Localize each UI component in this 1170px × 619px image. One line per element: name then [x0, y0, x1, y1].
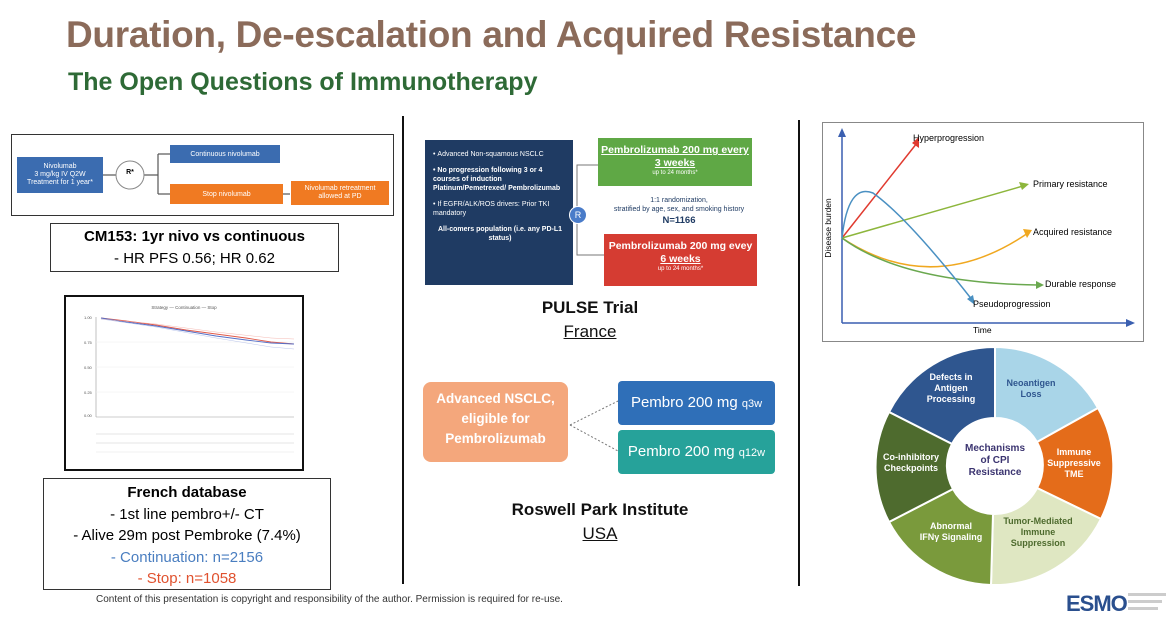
label-hyperprogression: Hyperprogression	[913, 133, 985, 143]
french-continuation: - Continuation: n=2156	[110, 548, 264, 566]
durable-response-line	[841, 237, 1039, 286]
label-acquired-resistance: Acquired resistance	[1033, 227, 1113, 237]
km-ytick: 0.25	[84, 390, 92, 395]
column-divider-right	[798, 120, 800, 586]
segment-abnormal-ifng	[887, 487, 995, 586]
esmo-logo-text: ESMO	[1066, 591, 1128, 616]
roswell-population-box: Advanced NSCLC, eligible for Pembrolizum…	[423, 382, 568, 462]
roswell-arm-q3w: Pembro 200 mg q3w	[618, 381, 775, 425]
segment-co-inhibitory	[875, 410, 955, 524]
cm153-rand: R*	[126, 169, 134, 176]
cm153-caption-line: - HR PFS 0.56; HR 0.62	[114, 250, 275, 267]
roswell-arm-q12w: Pembro 200 mg q12w	[618, 430, 775, 474]
page-title: Duration, De-escalation and Acquired Res…	[66, 14, 917, 55]
french-line: - 1st line pembro+/- CT	[110, 505, 264, 523]
km-ytick: 0.50	[84, 365, 92, 370]
pulse-randomization-text: 1:1 randomization, stratified by age, se…	[613, 197, 745, 226]
cm153-stop-box: Stop nivolumab	[170, 184, 283, 204]
km-ytick: 0.00	[84, 413, 92, 418]
roswell-arrows	[569, 400, 619, 452]
french-database-box: French database - 1st line pembro+/- CT …	[43, 478, 331, 590]
pulse-bullet: • Advanced Non-squamous NSCLC	[433, 151, 544, 158]
pulse-trial-country: France	[563, 322, 617, 341]
label-primary-resistance: Primary resistance	[1033, 179, 1108, 189]
cm153-caption: CM153: 1yr nivo vs continuous - HR PFS 0…	[50, 223, 339, 272]
cm153-caption-title: CM153: 1yr nivo vs continuous	[84, 228, 305, 245]
acquired-resistance-line	[841, 232, 1029, 268]
column-divider-left	[402, 116, 404, 584]
segment-tumor-mediated	[989, 486, 1103, 586]
pseudoprogression-line	[841, 190, 974, 302]
segment-neoantigen-loss	[994, 346, 1100, 444]
french-stop: - Stop: n=1058	[137, 570, 237, 587]
cm153-flow-diagram: Nivolumab 3 mg/kg IV Q2W Treatment for 1…	[11, 134, 394, 216]
cm153-arrows	[103, 153, 290, 195]
esmo-logo: ESMO	[1066, 589, 1166, 617]
french-title: French database	[127, 484, 247, 501]
resistance-patterns-chart: Hyperprogression Primary resistance Acqu…	[822, 122, 1144, 342]
y-axis-label: Disease burden	[823, 198, 833, 258]
page-subtitle: The Open Questions of Immunotherapy	[68, 68, 538, 96]
km-ytick: 0.75	[84, 340, 92, 345]
cm153-continuous-box: Continuous nivolumab	[170, 145, 280, 163]
cm153-retreat-box: Nivolumab retreatment allowed at PD	[291, 181, 389, 205]
label-durable-response: Durable response	[1045, 279, 1117, 289]
hyperprogression-line	[841, 142, 918, 239]
pulse-eligibility-box: • Advanced Non-squamous NSCLC • No progr…	[425, 140, 573, 285]
primary-resistance-line	[841, 185, 1024, 239]
pulse-population: All-comers population (i.e. any PD-L1 st…	[437, 226, 563, 242]
pulse-trial-name: PULSE Trial	[541, 298, 639, 317]
km-curves	[95, 317, 295, 453]
copyright-text: Content of this presentation is copyrigh…	[96, 594, 563, 605]
pulse-bullet: • No progression following 3 or 4 course…	[433, 167, 561, 192]
roswell-name: Roswell Park Institute	[511, 500, 689, 519]
km-legend: Strategy — Continuation — Stop	[151, 305, 217, 310]
pulse-bullet: • If EGFR/ALK/ROS drivers: Prior TKI man…	[433, 201, 550, 217]
segment-defects-antigen	[887, 346, 996, 446]
km-plot: Strategy — Continuation — Stop 1.00 0.75…	[64, 295, 304, 471]
cm153-arm-box: Nivolumab 3 mg/kg IV Q2W Treatment for 1…	[17, 157, 103, 193]
roswell-country: USA	[582, 524, 618, 543]
label-pseudoprogression: Pseudoprogression	[973, 299, 1051, 309]
mechanisms-donut	[875, 346, 1115, 586]
french-line: - Alive 29m post Pembroke (7.4%)	[73, 527, 301, 544]
km-ytick: 1.00	[84, 315, 92, 320]
hyperprogression-arrowhead	[912, 137, 919, 148]
pulse-randomization-icon: R	[569, 206, 587, 224]
x-axis-label: Time	[973, 325, 992, 335]
